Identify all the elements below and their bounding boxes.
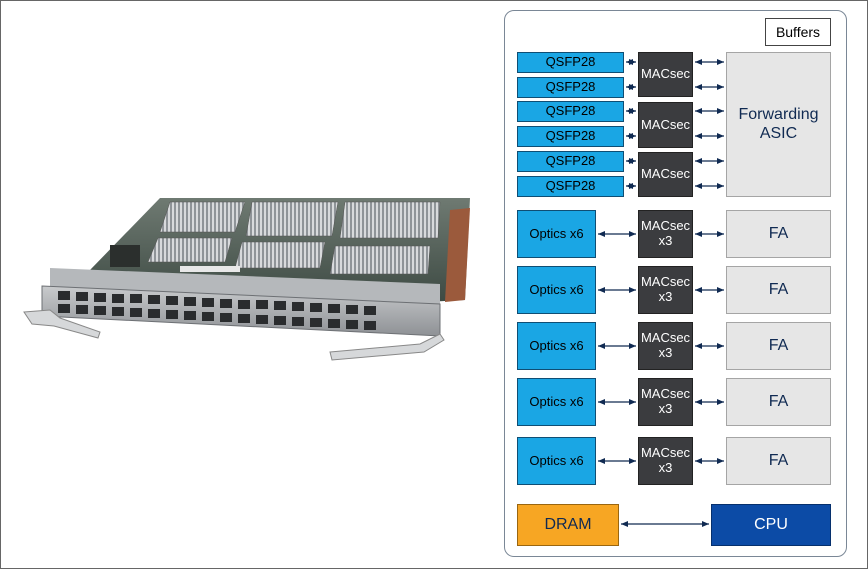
fa-block: FA	[726, 322, 831, 370]
asic-label-line: ASIC	[759, 124, 798, 142]
macsec-block: MACsec	[638, 102, 693, 148]
macsec-label-line: MACsec	[640, 218, 691, 234]
asic-label-line: Forwarding	[738, 106, 819, 124]
optics-block: Optics x6	[517, 437, 596, 485]
fa-block: FA	[726, 266, 831, 314]
macsec-label-line: MACsec	[640, 330, 691, 346]
qsfp28-port: QSFP28	[517, 126, 624, 147]
optics-block: Optics x6	[517, 210, 596, 258]
forwarding-asic: Forwarding ASIC	[726, 52, 831, 197]
qsfp28-port: QSFP28	[517, 101, 624, 122]
macsec-label-line: x3	[658, 460, 673, 475]
macsec-label-line: x3	[658, 289, 673, 304]
macsec-label-line: MACsec	[640, 445, 691, 461]
macsec-label-line: x3	[658, 233, 673, 248]
optics-block: Optics x6	[517, 266, 596, 314]
macsec-block: MACsec	[638, 52, 693, 97]
macsec-block: MACsec	[638, 152, 693, 197]
fa-block: FA	[726, 378, 831, 426]
macsec-label-line: x3	[658, 401, 673, 416]
dram-block: DRAM	[517, 504, 619, 546]
fa-block: FA	[726, 210, 831, 258]
qsfp28-port: QSFP28	[517, 77, 624, 98]
buffers-box: Buffers	[765, 18, 831, 46]
line-card-photo	[23, 198, 470, 361]
macsec-label-line: MACsec	[640, 274, 691, 290]
qsfp28-port: QSFP28	[517, 176, 624, 197]
cpu-block: CPU	[711, 504, 831, 546]
macsec-label-line: x3	[658, 345, 673, 360]
macsec-label-line: MACsec	[640, 386, 691, 402]
fa-block: FA	[726, 437, 831, 485]
qsfp28-port: QSFP28	[517, 52, 624, 73]
qsfp28-port: QSFP28	[517, 151, 624, 172]
optics-block: Optics x6	[517, 322, 596, 370]
optics-block: Optics x6	[517, 378, 596, 426]
